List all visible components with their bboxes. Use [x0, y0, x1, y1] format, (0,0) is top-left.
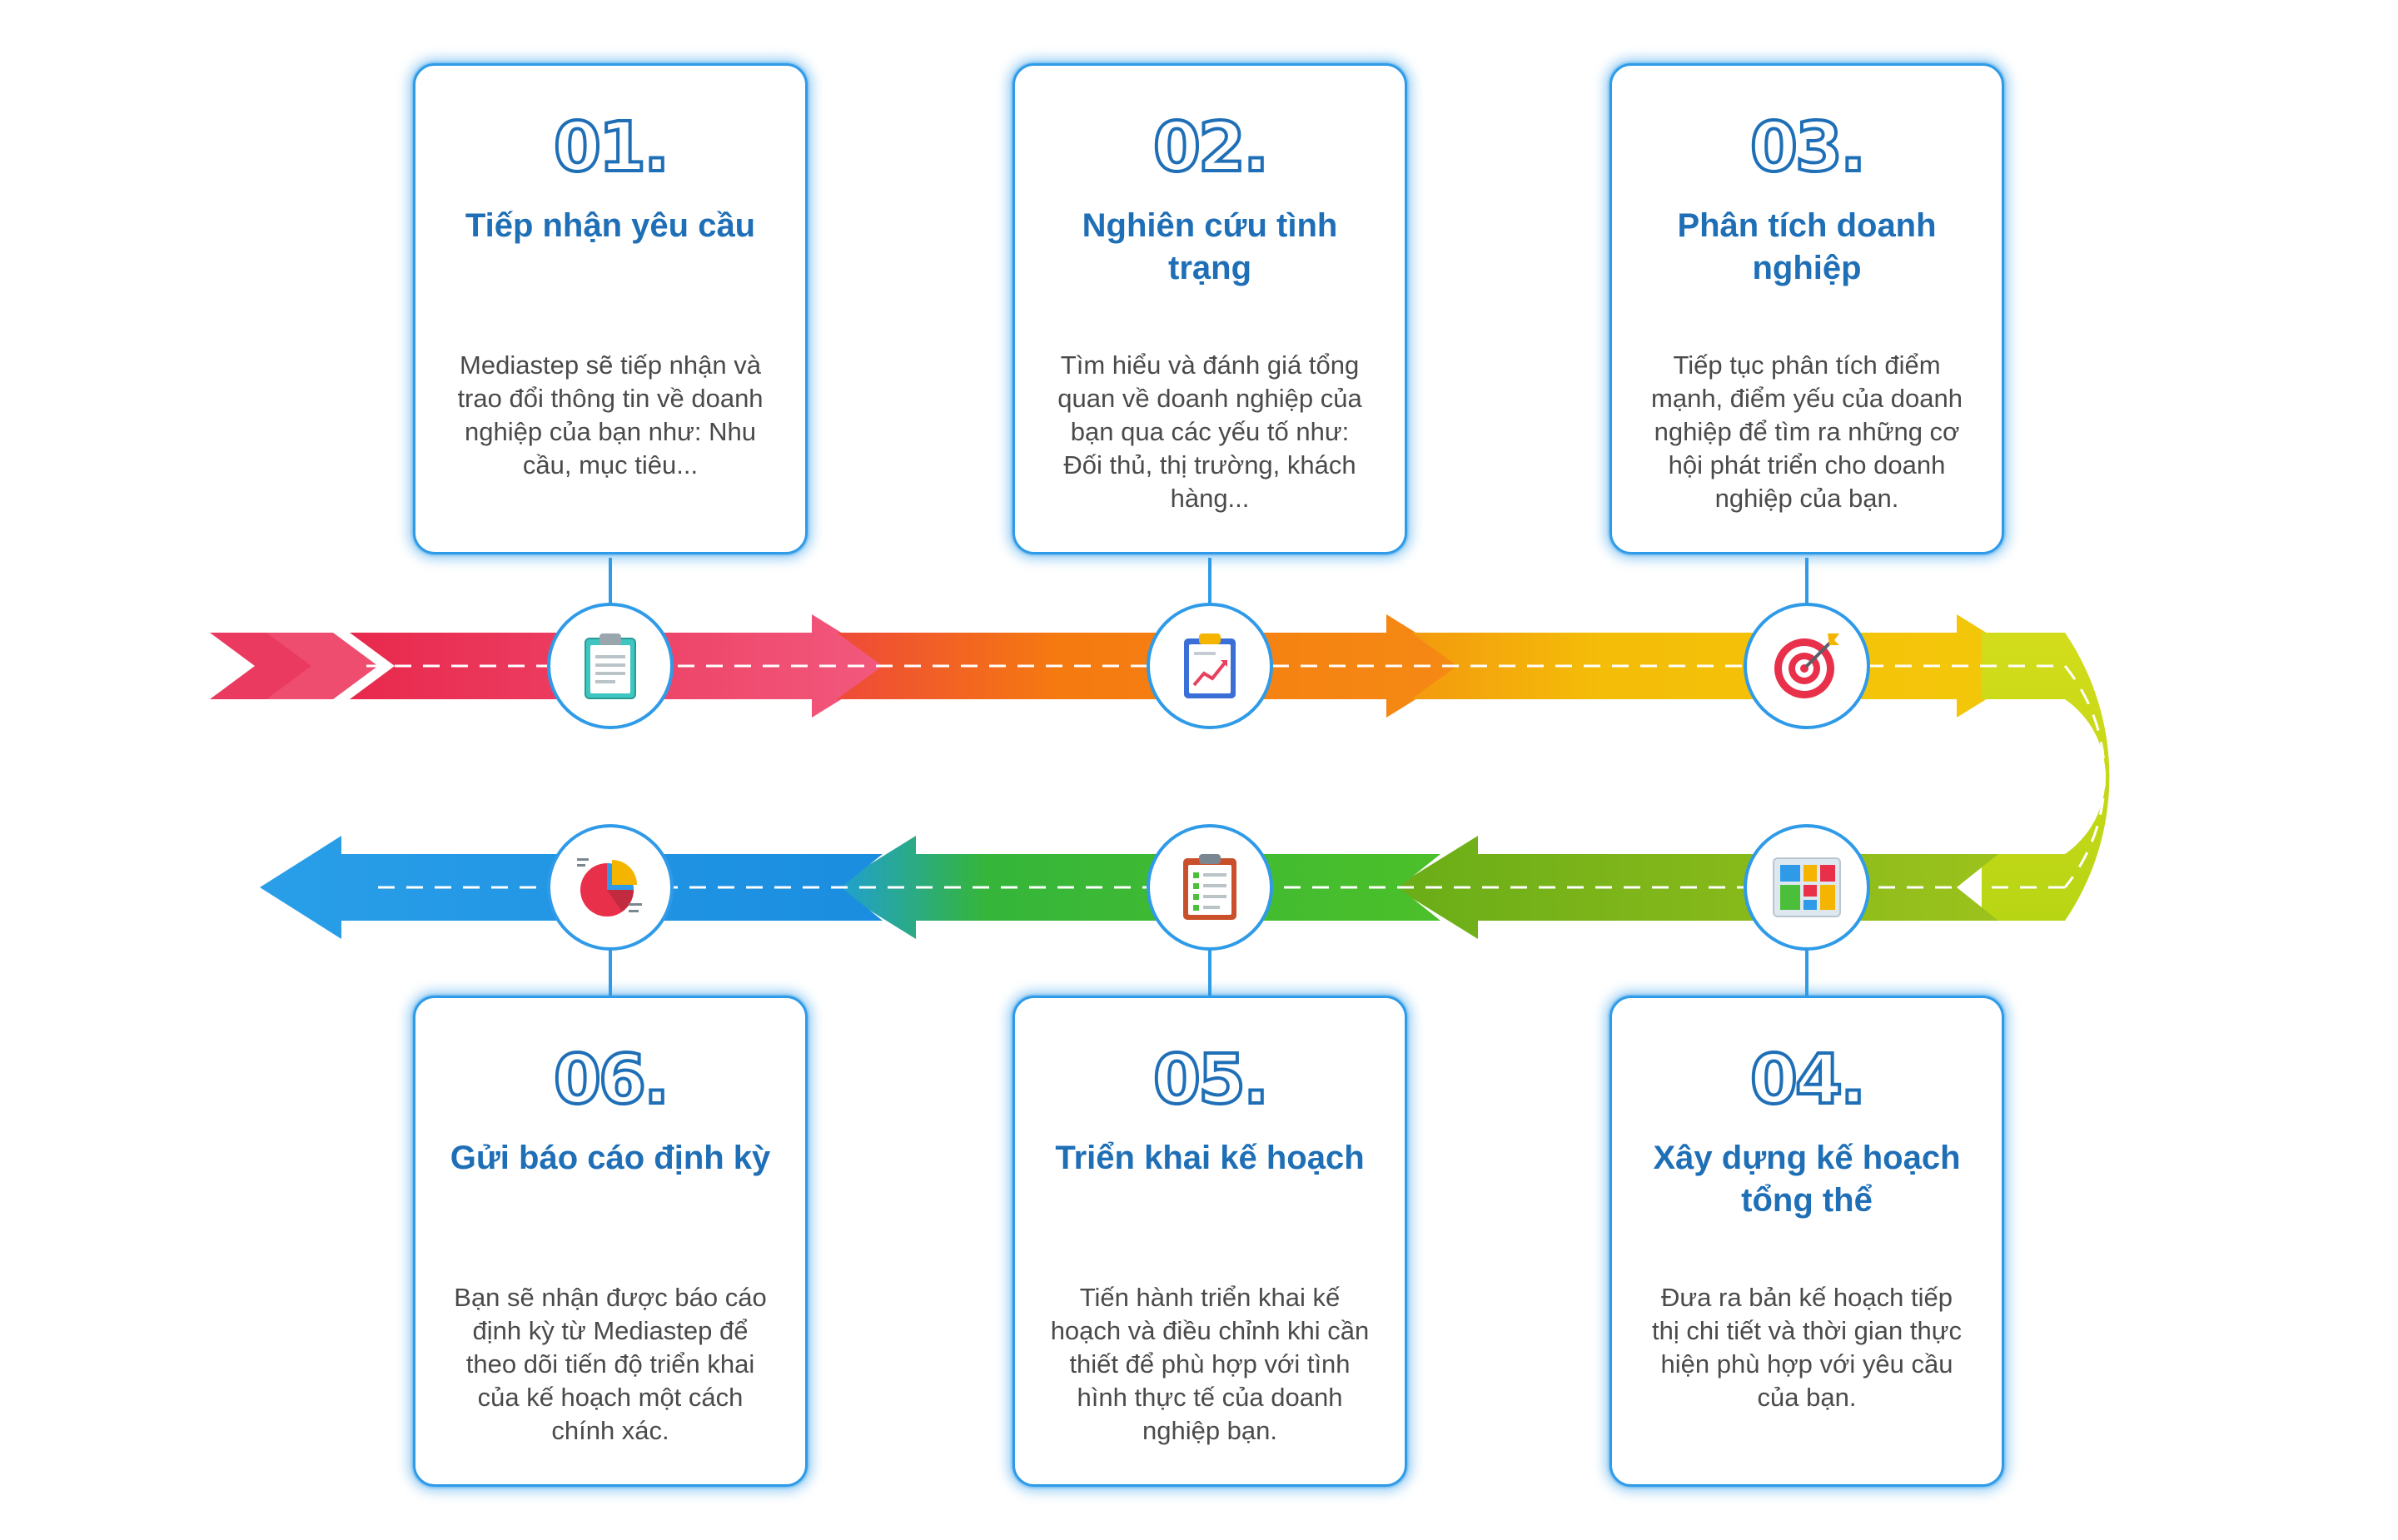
step-title: Xây dựng kế hoạch tổng thể — [1653, 1140, 1961, 1219]
step-number: 03. — [1749, 108, 1868, 187]
step-title: Phân tích doanh nghiệp — [1677, 207, 1937, 286]
step-description: Tiến hành triển khai kế hoạch và điều ch… — [1050, 1283, 1370, 1445]
step-number: 04. — [1749, 1041, 1868, 1120]
step-description: Tìm hiểu và đánh giá tổng quan về doanh … — [1057, 350, 1362, 513]
checklist-icon — [1183, 854, 1236, 920]
target-icon — [1774, 633, 1839, 698]
step-number: 01. — [552, 108, 671, 187]
connector-6 — [609, 949, 612, 997]
step-3-icon-circle — [1744, 603, 1870, 729]
road-u-turn — [1982, 633, 2110, 921]
step-title: Tiếp nhận yêu cầu — [465, 207, 756, 244]
step-card-4: 04. Xây dựng kế hoạch tổng thể Đưa ra bả… — [1609, 996, 2004, 1487]
step-title: Nghiên cứu tình trạng — [1082, 207, 1338, 286]
step-description: Bạn sẽ nhận được báo cáo định kỳ từ Medi… — [454, 1283, 767, 1445]
connector-5 — [1208, 949, 1211, 997]
report-chart-icon — [1184, 633, 1236, 698]
step-card-1: 01. Tiếp nhận yêu cầu Mediastep sẽ tiếp … — [413, 63, 808, 554]
step-card-5: 05. Triển khai kế hoạch Tiến hành triển … — [1012, 996, 1407, 1487]
step-number: 06. — [552, 1041, 671, 1120]
connector-2 — [1208, 558, 1211, 606]
tail-chevron — [266, 633, 378, 699]
connector-3 — [1805, 558, 1808, 606]
step-1-icon-circle — [547, 603, 674, 729]
step-6-icon-circle — [547, 824, 674, 951]
clipboard-icon — [585, 633, 636, 699]
connector-4 — [1805, 949, 1808, 997]
step-description: Đưa ra bản kế hoạch tiếp thị chi tiết và… — [1652, 1283, 1962, 1412]
pie-chart-icon — [577, 858, 642, 917]
step-2-icon-circle — [1147, 603, 1273, 729]
step-description: Tiếp tục phân tích điểm mạnh, điểm yếu c… — [1651, 350, 1963, 513]
step-title: Gửi báo cáo định kỳ — [450, 1140, 771, 1176]
step-card-3: 03. Phân tích doanh nghiệp Tiếp tục phân… — [1609, 63, 2004, 554]
connector-1 — [609, 558, 612, 606]
step-5-icon-circle — [1147, 824, 1273, 951]
step-4-icon-circle — [1744, 824, 1870, 951]
step-card-6: 06. Gửi báo cáo định kỳ Bạn sẽ nhận được… — [413, 996, 808, 1487]
step-card-2: 02. Nghiên cứu tình trạng Tìm hiểu và đá… — [1012, 63, 1407, 554]
planning-board-icon — [1773, 857, 1841, 917]
step-title: Triển khai kế hoạch — [1055, 1140, 1365, 1176]
step-description: Mediastep sẽ tiếp nhận và trao đổi thông… — [457, 350, 764, 479]
step-number: 05. — [1152, 1041, 1271, 1120]
step-number: 02. — [1152, 108, 1271, 187]
road-dash-top — [366, 664, 2106, 888]
road-segment-5 — [833, 836, 1440, 939]
